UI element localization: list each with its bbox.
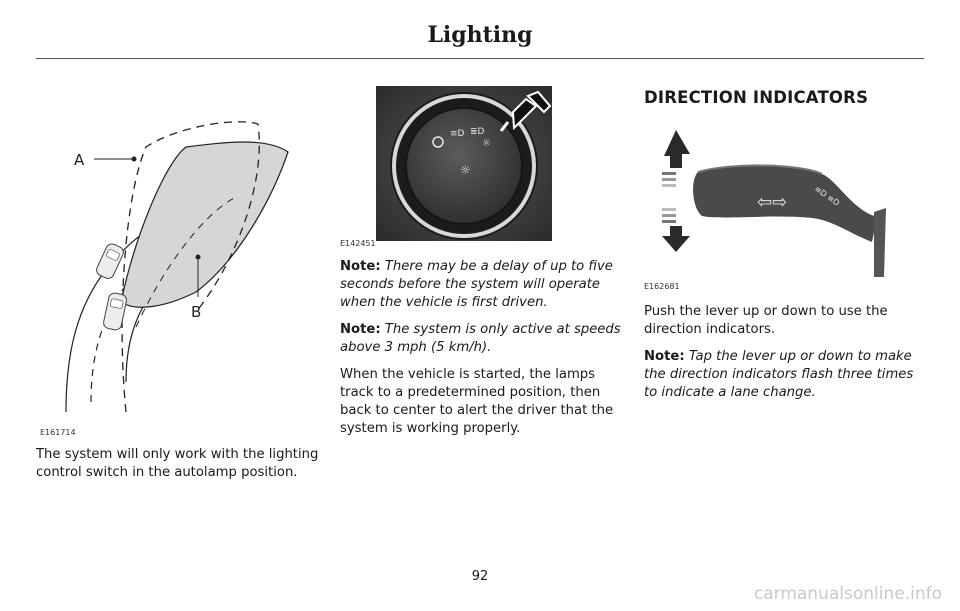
autolamp-paragraph: The system will only work with the light…: [36, 447, 319, 480]
left-column: The system will only work with the light…: [36, 446, 326, 491]
figure-code-left: E161714: [40, 428, 76, 437]
figure-code-right: E162681: [644, 282, 680, 291]
note-text: Tap the lever up or down to make the dir…: [644, 349, 914, 400]
svg-text:⇦⇨: ⇦⇨: [757, 192, 787, 213]
note-label: Note:: [644, 349, 685, 364]
middle-column: Note: There may be a delay of up to five…: [340, 258, 622, 447]
adaptive-headlamp-curve-illustration: A B: [65, 121, 289, 413]
section-title: DIRECTION INDICATORS: [644, 88, 869, 107]
note-text: There may be a delay of up to five secon…: [340, 259, 613, 310]
callout-b: B: [191, 303, 201, 321]
lighting-control-switch-illustration: ≡D ≣D ☼ ☼: [376, 86, 552, 241]
startup-paragraph: When the vehicle is started, the lamps t…: [340, 367, 614, 436]
page-title: Lighting: [427, 22, 533, 48]
figure-code-middle: E142451: [340, 239, 376, 248]
note-lane-change: Note: Tap the lever up or down to make t…: [644, 348, 929, 402]
right-column: Push the lever up or down to use the dir…: [644, 303, 929, 411]
svg-text:☼: ☼: [482, 138, 491, 149]
direction-indicator-lever-illustration: ⇦⇨ ≡D ≡D: [662, 130, 886, 277]
note-text: The system is only active at speeds abov…: [340, 322, 621, 355]
watermark: carmanualsonline.info: [753, 584, 942, 604]
note-label: Note:: [340, 259, 381, 274]
header-divider: [36, 58, 924, 59]
note-speed: Note: The system is only active at speed…: [340, 321, 622, 357]
note-label: Note:: [340, 322, 381, 337]
lever-paragraph: Push the lever up or down to use the dir…: [644, 304, 888, 337]
note-delay: Note: There may be a delay of up to five…: [340, 258, 622, 312]
svg-text:≣D: ≣D: [470, 127, 485, 137]
svg-text:≡D: ≡D: [450, 129, 465, 139]
svg-text:☼: ☼: [460, 163, 471, 177]
callout-a: A: [74, 151, 85, 169]
page-number: 92: [471, 569, 489, 584]
